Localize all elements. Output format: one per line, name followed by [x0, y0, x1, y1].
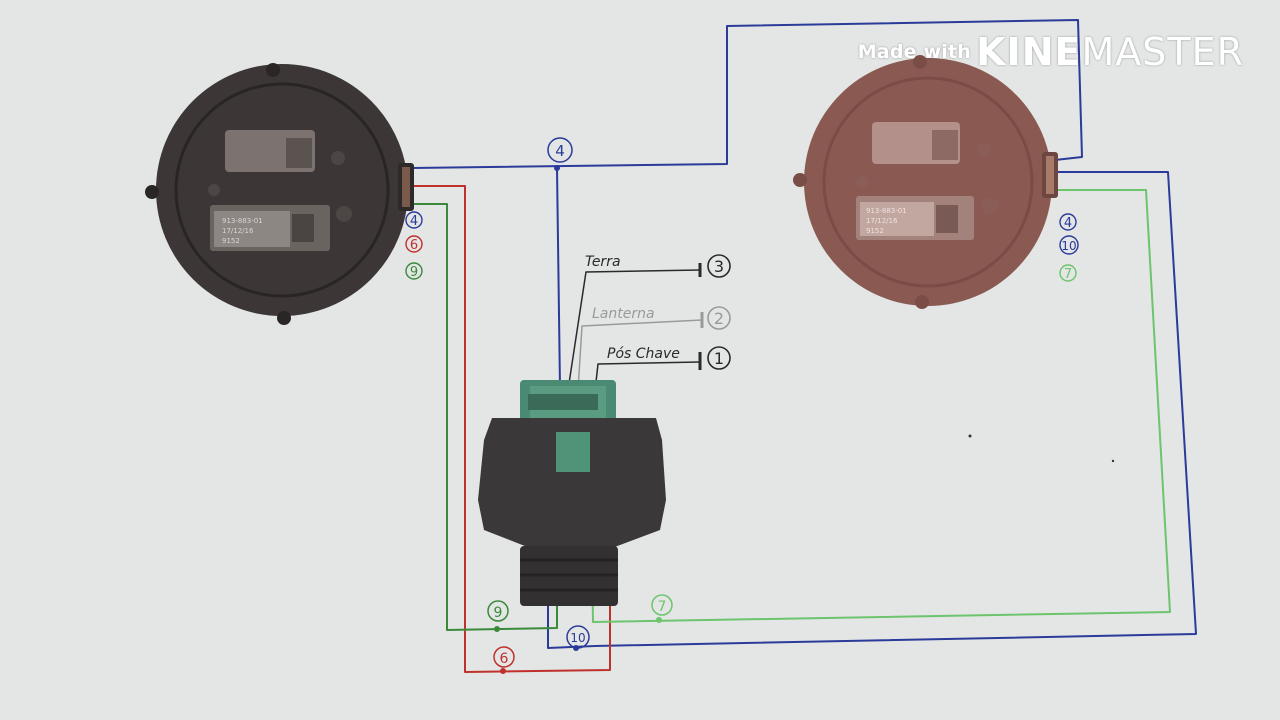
- right-mirror-motor: 913-883-01 17/12/16 9152: [793, 55, 1058, 309]
- marker-bottom-6: 6: [500, 651, 509, 667]
- marker-bottom-10: 10: [570, 631, 585, 645]
- left-pin-6: 6: [410, 238, 418, 253]
- terminal-2-number: 2: [714, 309, 724, 328]
- watermark-brand-light: MASTER: [1081, 30, 1244, 74]
- wire-blue-bottom: [547, 171, 1197, 649]
- right-motor-label-line-3: 9152: [866, 227, 884, 235]
- marker-bottom-9: 9: [494, 605, 503, 621]
- wire-blue-drop: [556, 167, 561, 389]
- left-pin-9: 9: [410, 265, 418, 280]
- kinemaster-watermark: Made with KINEMASTER: [858, 30, 1244, 74]
- terminals: 3 Terra 2 Lanterna 1 Pós Chave: [585, 254, 731, 370]
- terminal-1-number: 1: [714, 349, 724, 368]
- wire-markers: 4 9 7 10 6: [487, 137, 673, 674]
- right-pin-4: 4: [1064, 216, 1072, 231]
- wire-blue-top: [411, 19, 1083, 169]
- marker-bottom-7: 7: [658, 599, 667, 615]
- mirror-switch: [478, 380, 666, 606]
- wire-lanterna: [577, 319, 703, 391]
- left-motor-label-line-2: 17/12/16: [222, 227, 254, 235]
- left-pin-4: 4: [410, 214, 418, 229]
- left-mirror-motor: 913-883-01 17/12/16 9152: [145, 63, 414, 325]
- left-motor-label-line-3: 9152: [222, 237, 240, 245]
- right-pin-7: 7: [1064, 267, 1072, 282]
- terminal-3-number: 3: [714, 257, 724, 276]
- right-motor-label-line-2: 17/12/16: [866, 217, 898, 225]
- right-motor-label-line-1: 913-883-01: [866, 207, 907, 215]
- watermark-prefix: Made with: [857, 41, 972, 63]
- speck: [968, 434, 972, 438]
- right-motor-pin-labels: 4 10 7: [1059, 213, 1079, 282]
- left-motor-pin-labels: 4 6 9: [405, 211, 423, 280]
- speck: [1111, 459, 1115, 463]
- left-motor-label-line-1: 913-883-01: [222, 217, 263, 225]
- wire-terra: [567, 269, 701, 391]
- terminal-1-label: Pós Chave: [607, 346, 680, 362]
- marker-top-4: 4: [555, 142, 565, 160]
- watermark-brand-bold: KINE: [976, 30, 1082, 74]
- terminal-2-label: Lanterna: [592, 306, 655, 322]
- terminal-3-label: Terra: [585, 254, 621, 270]
- right-pin-10: 10: [1061, 239, 1076, 253]
- wire-pos-chave: [595, 361, 701, 383]
